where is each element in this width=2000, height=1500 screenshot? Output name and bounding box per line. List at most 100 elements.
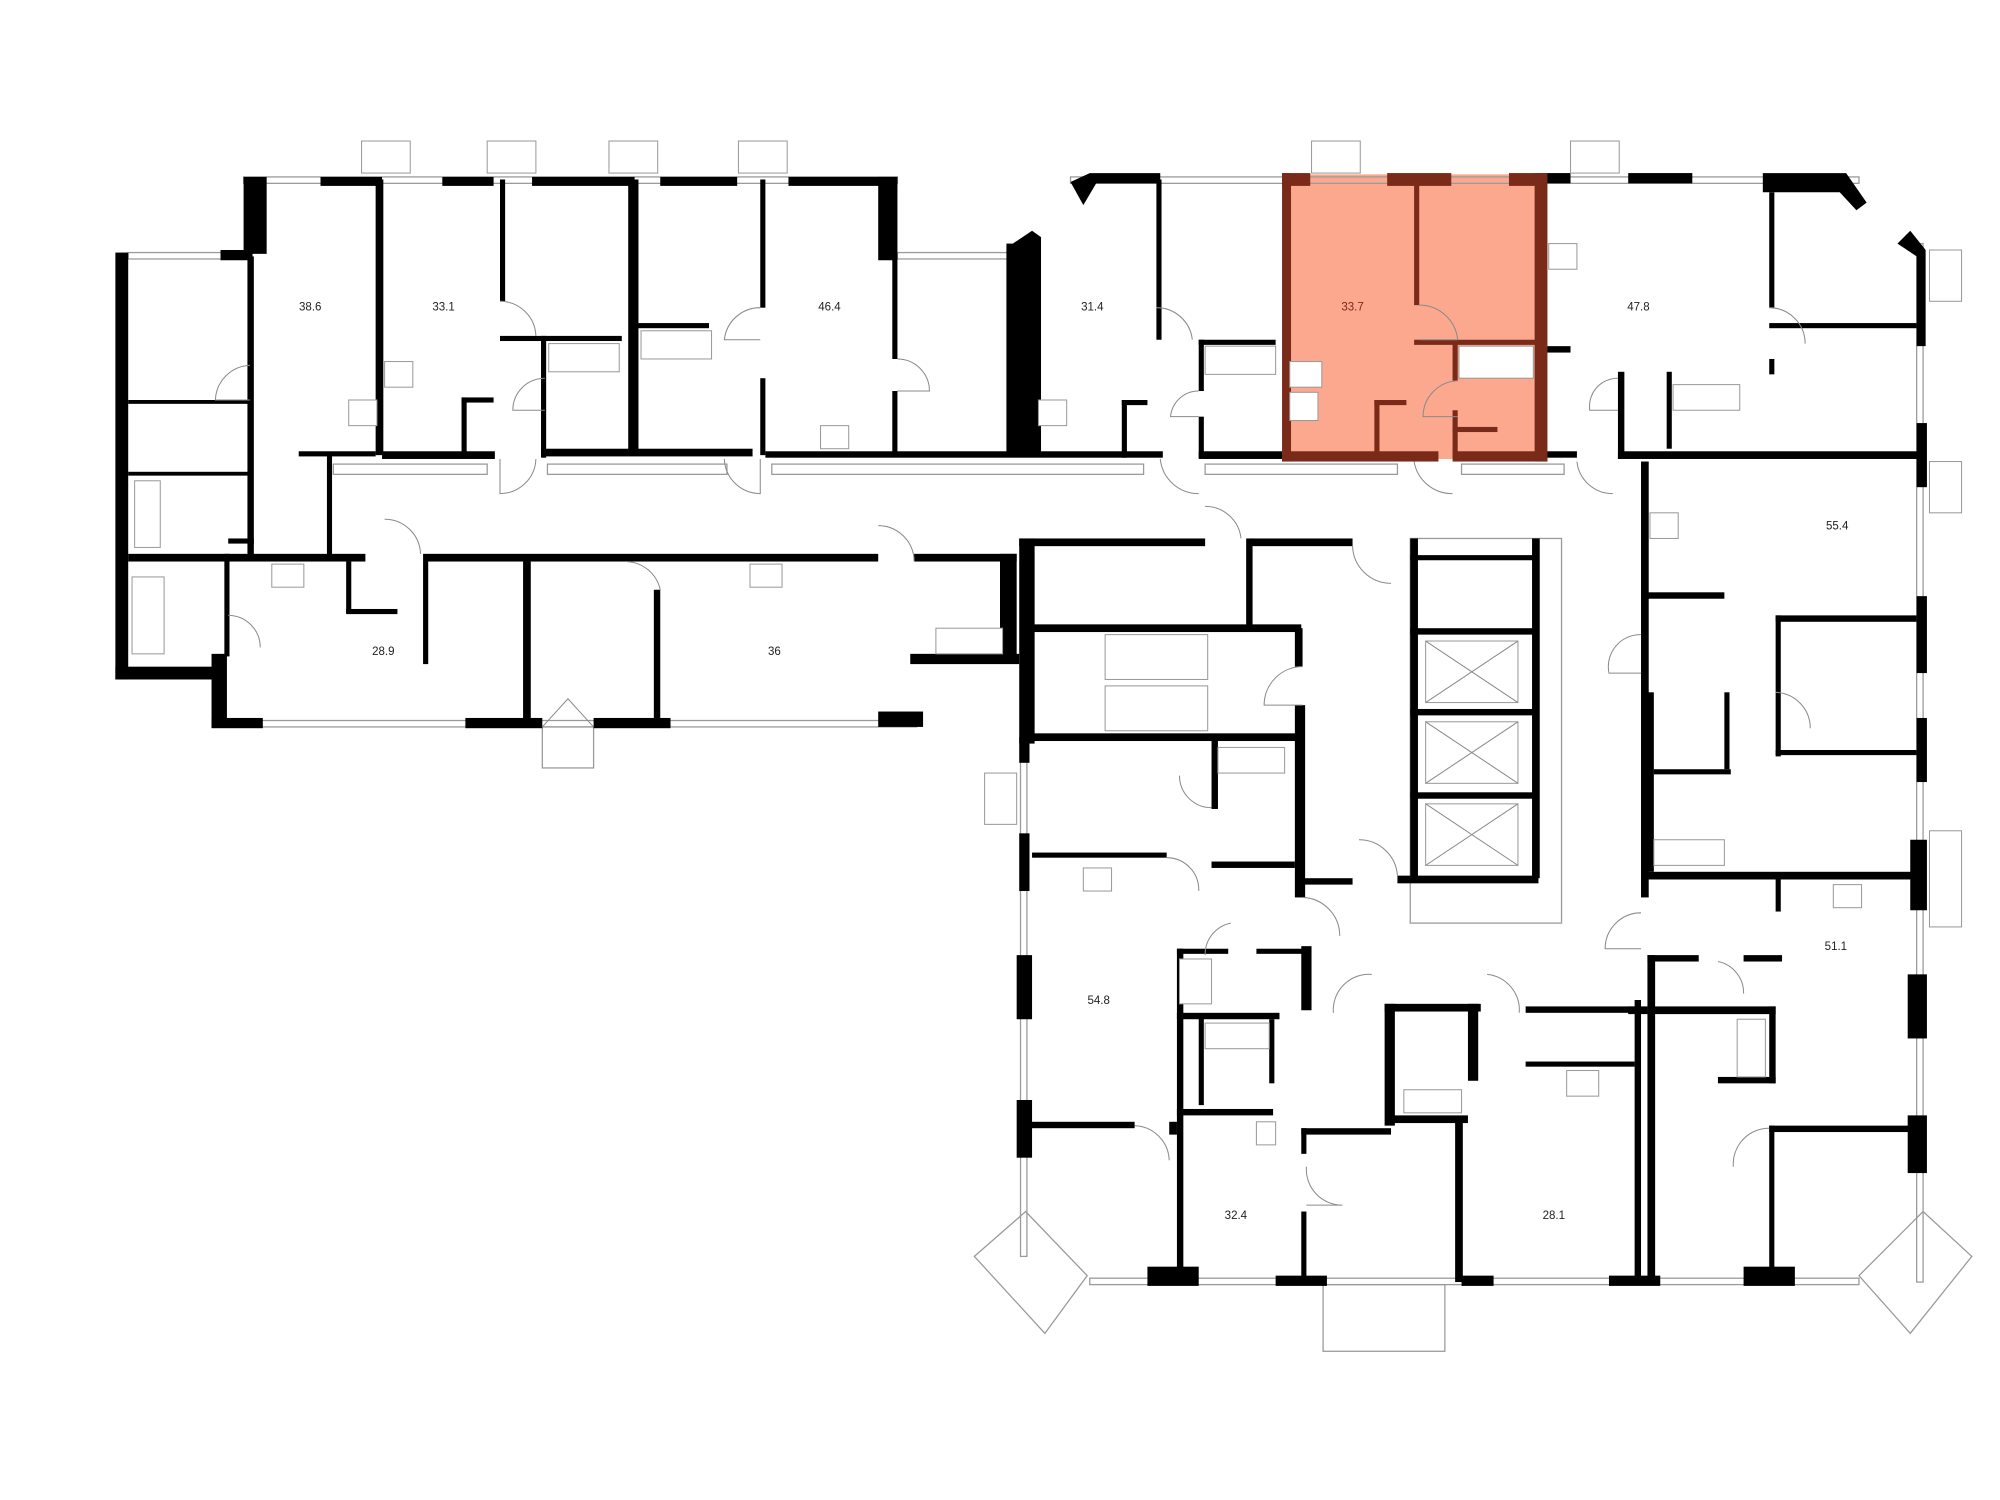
unit[interactable] (529, 562, 914, 725)
wall (1250, 538, 1353, 547)
unit[interactable] (1459, 1000, 1645, 1282)
fixture-icon (384, 361, 414, 388)
door-swing (1178, 775, 1212, 809)
door-swing (1419, 304, 1459, 341)
fixture-icon (1653, 839, 1725, 866)
stairs-icon (1104, 685, 1209, 732)
window (546, 463, 728, 476)
door-swing (1775, 691, 1811, 729)
wall (220, 250, 253, 261)
fixture-icon (1566, 1070, 1600, 1097)
wall (878, 176, 898, 261)
unit[interactable] (1647, 878, 1919, 1282)
wall (1246, 538, 1253, 629)
door-swing (1588, 377, 1618, 411)
unit[interactable] (1549, 186, 1921, 455)
fixture-icon (1548, 243, 1578, 270)
wall (1775, 879, 1781, 912)
wall (1724, 692, 1730, 770)
unit[interactable] (128, 562, 525, 725)
door-swing (1717, 961, 1745, 994)
area-label: 55.4 (1826, 520, 1849, 532)
door-swing (1576, 461, 1613, 495)
fixture-icon (1037, 399, 1068, 427)
selected-unit-wall (1452, 410, 1458, 456)
unit[interactable] (635, 186, 1013, 455)
balcony (973, 1210, 1089, 1335)
fixture-icon (486, 140, 537, 174)
wall (1256, 948, 1308, 954)
wall (211, 717, 263, 729)
elevator-cross (1425, 803, 1519, 866)
wall (1198, 451, 1283, 459)
fixture-icon (1928, 461, 1963, 514)
wall (115, 666, 225, 680)
area-label: 32.4 (1225, 1210, 1248, 1222)
unit[interactable] (1647, 462, 1919, 872)
wall (1384, 1003, 1481, 1012)
wall (128, 471, 250, 476)
wall (1121, 400, 1148, 406)
wall (1525, 1006, 1635, 1013)
area-label: 28.9 (372, 646, 394, 658)
door-swing (1159, 458, 1199, 495)
area-label: 31.4 (1081, 301, 1104, 313)
wall (1019, 538, 1035, 744)
door-swing (625, 561, 661, 590)
door-swing (499, 458, 537, 495)
wall (211, 653, 227, 727)
wall (653, 589, 661, 722)
window (1322, 1283, 1446, 1352)
wall (128, 400, 250, 404)
wall (1647, 871, 1924, 880)
selected-unit-wall (1452, 426, 1498, 433)
door-swing (1332, 973, 1372, 1013)
wall (1269, 1019, 1275, 1084)
wall (346, 561, 352, 613)
door-swing (541, 697, 594, 728)
fixture-icon (1570, 140, 1620, 174)
door-swing (1169, 390, 1199, 418)
wall (1769, 1125, 1775, 1280)
selected-unit-wall (1282, 451, 1439, 462)
wall (224, 553, 230, 657)
wall (1455, 1121, 1463, 1283)
door-swing (1487, 973, 1520, 1013)
wall (1000, 553, 1017, 663)
door-swing (1302, 896, 1341, 936)
area-label-selected: 33.7 (1341, 301, 1363, 313)
wall (1617, 451, 1920, 459)
window (1204, 463, 1399, 476)
wall (1294, 705, 1306, 898)
wall (1775, 750, 1917, 756)
door-swing (1604, 912, 1642, 950)
wall (1198, 339, 1276, 345)
fixture-icon (608, 140, 659, 174)
wall (461, 397, 494, 403)
wall (1743, 955, 1783, 962)
wall (1211, 861, 1295, 868)
selected-unit-walls (1282, 173, 1548, 462)
doors (214, 300, 1811, 1206)
wall (1769, 323, 1917, 329)
unit[interactable] (1026, 744, 1180, 1282)
door-swing (512, 377, 545, 411)
fixture-icon (1178, 958, 1213, 1005)
fixture-icon (1928, 249, 1963, 302)
wall (1641, 461, 1649, 898)
selected-unit-wall (1282, 173, 1292, 462)
wall (1467, 1003, 1479, 1081)
wall (1916, 596, 1927, 674)
wall (1916, 423, 1927, 488)
wall (1762, 173, 1867, 211)
area-label: 47.8 (1627, 301, 1649, 313)
door-swing (1134, 1125, 1170, 1161)
wall (1032, 733, 1302, 742)
fixture-icon (1649, 512, 1679, 539)
wall (326, 455, 333, 558)
wall (760, 179, 766, 308)
fixture-icon (1311, 140, 1361, 174)
door-swing (1305, 1166, 1343, 1206)
wall (1769, 192, 1775, 308)
elevator-cross (1425, 640, 1519, 703)
